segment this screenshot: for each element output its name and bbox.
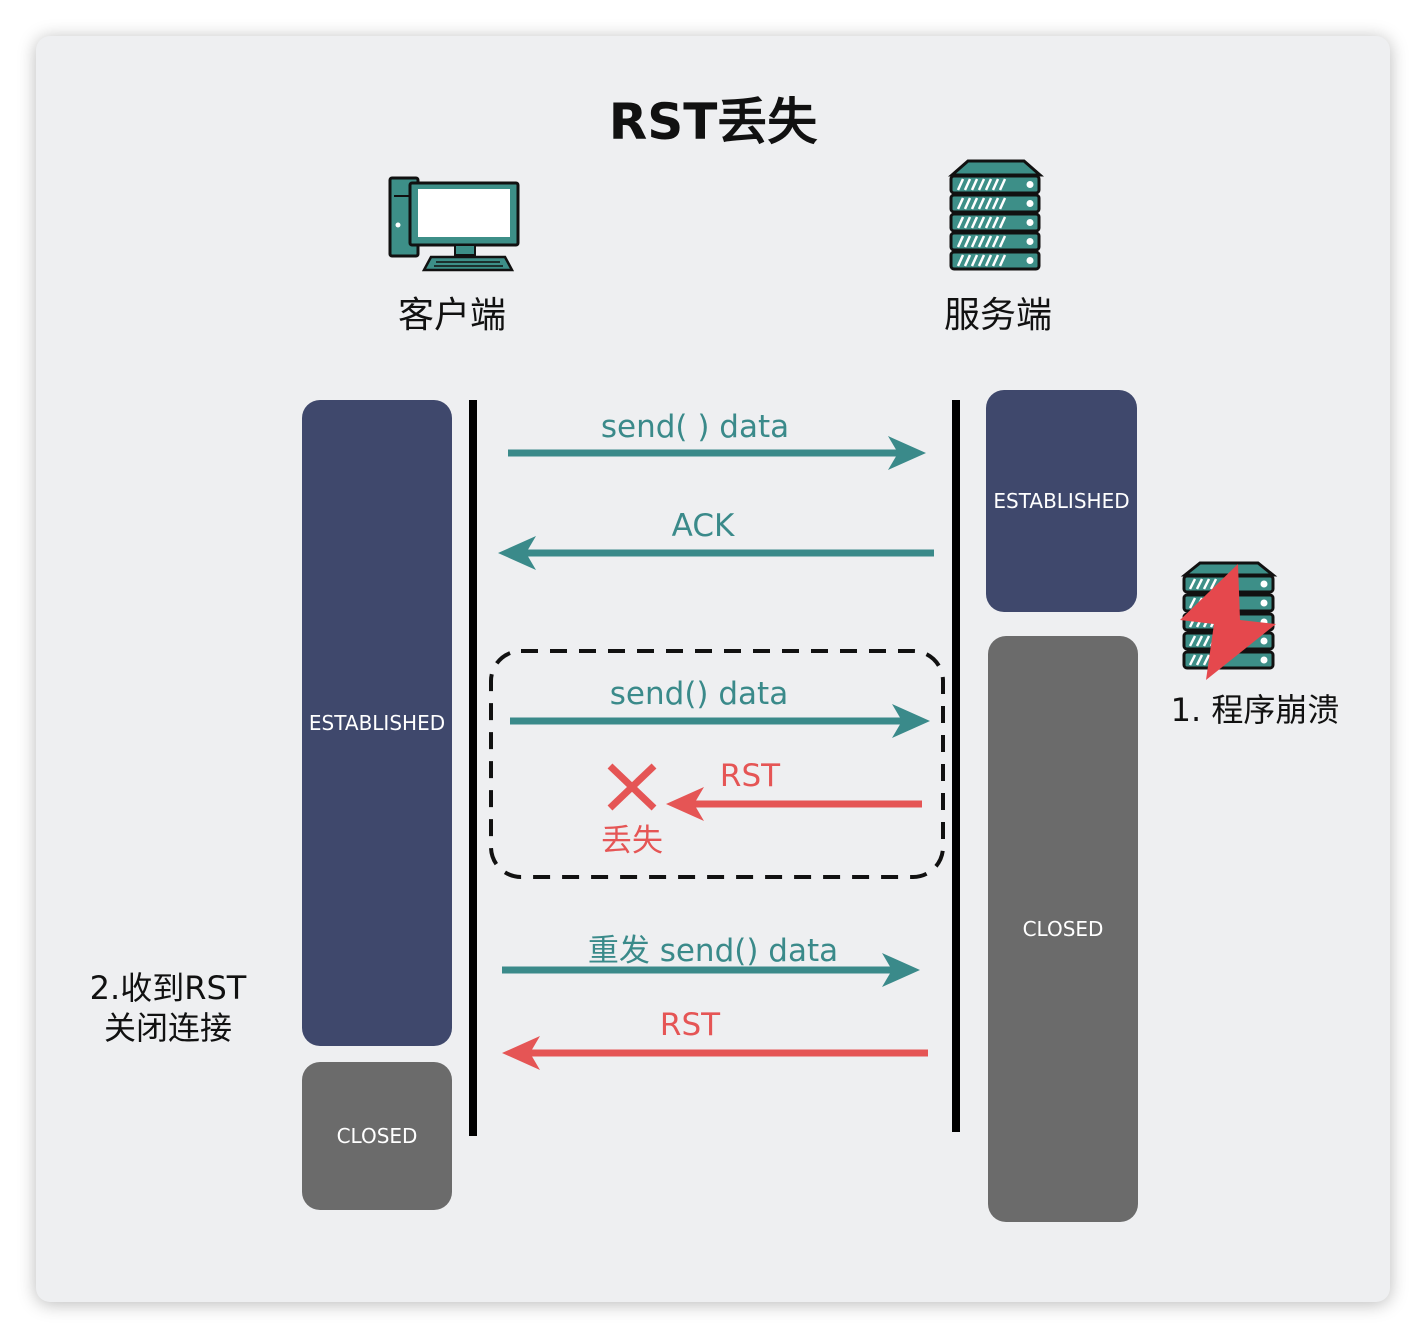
diagram-card bbox=[36, 36, 1390, 1302]
label-rst-lost: RST bbox=[719, 758, 781, 794]
client-established-state: ESTABLISHED bbox=[302, 400, 452, 1046]
client-closed-state: CLOSED bbox=[302, 1062, 452, 1210]
label-lost: 丢失 bbox=[601, 823, 663, 859]
note-server-crash: 1. 程序崩溃 bbox=[1170, 691, 1340, 729]
note-client-rst: 2.收到RST 关闭连接 bbox=[70, 968, 266, 1048]
label-rst2: RST bbox=[659, 1007, 721, 1043]
note-client-rst-line2: 关闭连接 bbox=[103, 1009, 232, 1047]
label-ack: ACK bbox=[671, 508, 735, 544]
server-lifeline bbox=[952, 400, 960, 1132]
server-established-state: ESTABLISHED bbox=[986, 390, 1137, 612]
label-send1: send( ) data bbox=[600, 409, 790, 445]
diagram-title: RST丢失 bbox=[608, 93, 818, 151]
label-send2: send() data bbox=[609, 676, 789, 712]
client-lifeline bbox=[469, 400, 477, 1136]
client-label: 客户端 bbox=[397, 295, 506, 336]
server-label: 服务端 bbox=[943, 295, 1052, 336]
label-resend: 重发 send() data bbox=[587, 933, 839, 969]
server-closed-state: CLOSED bbox=[988, 636, 1138, 1222]
note-client-rst-line1: 2.收到RST bbox=[89, 969, 247, 1007]
